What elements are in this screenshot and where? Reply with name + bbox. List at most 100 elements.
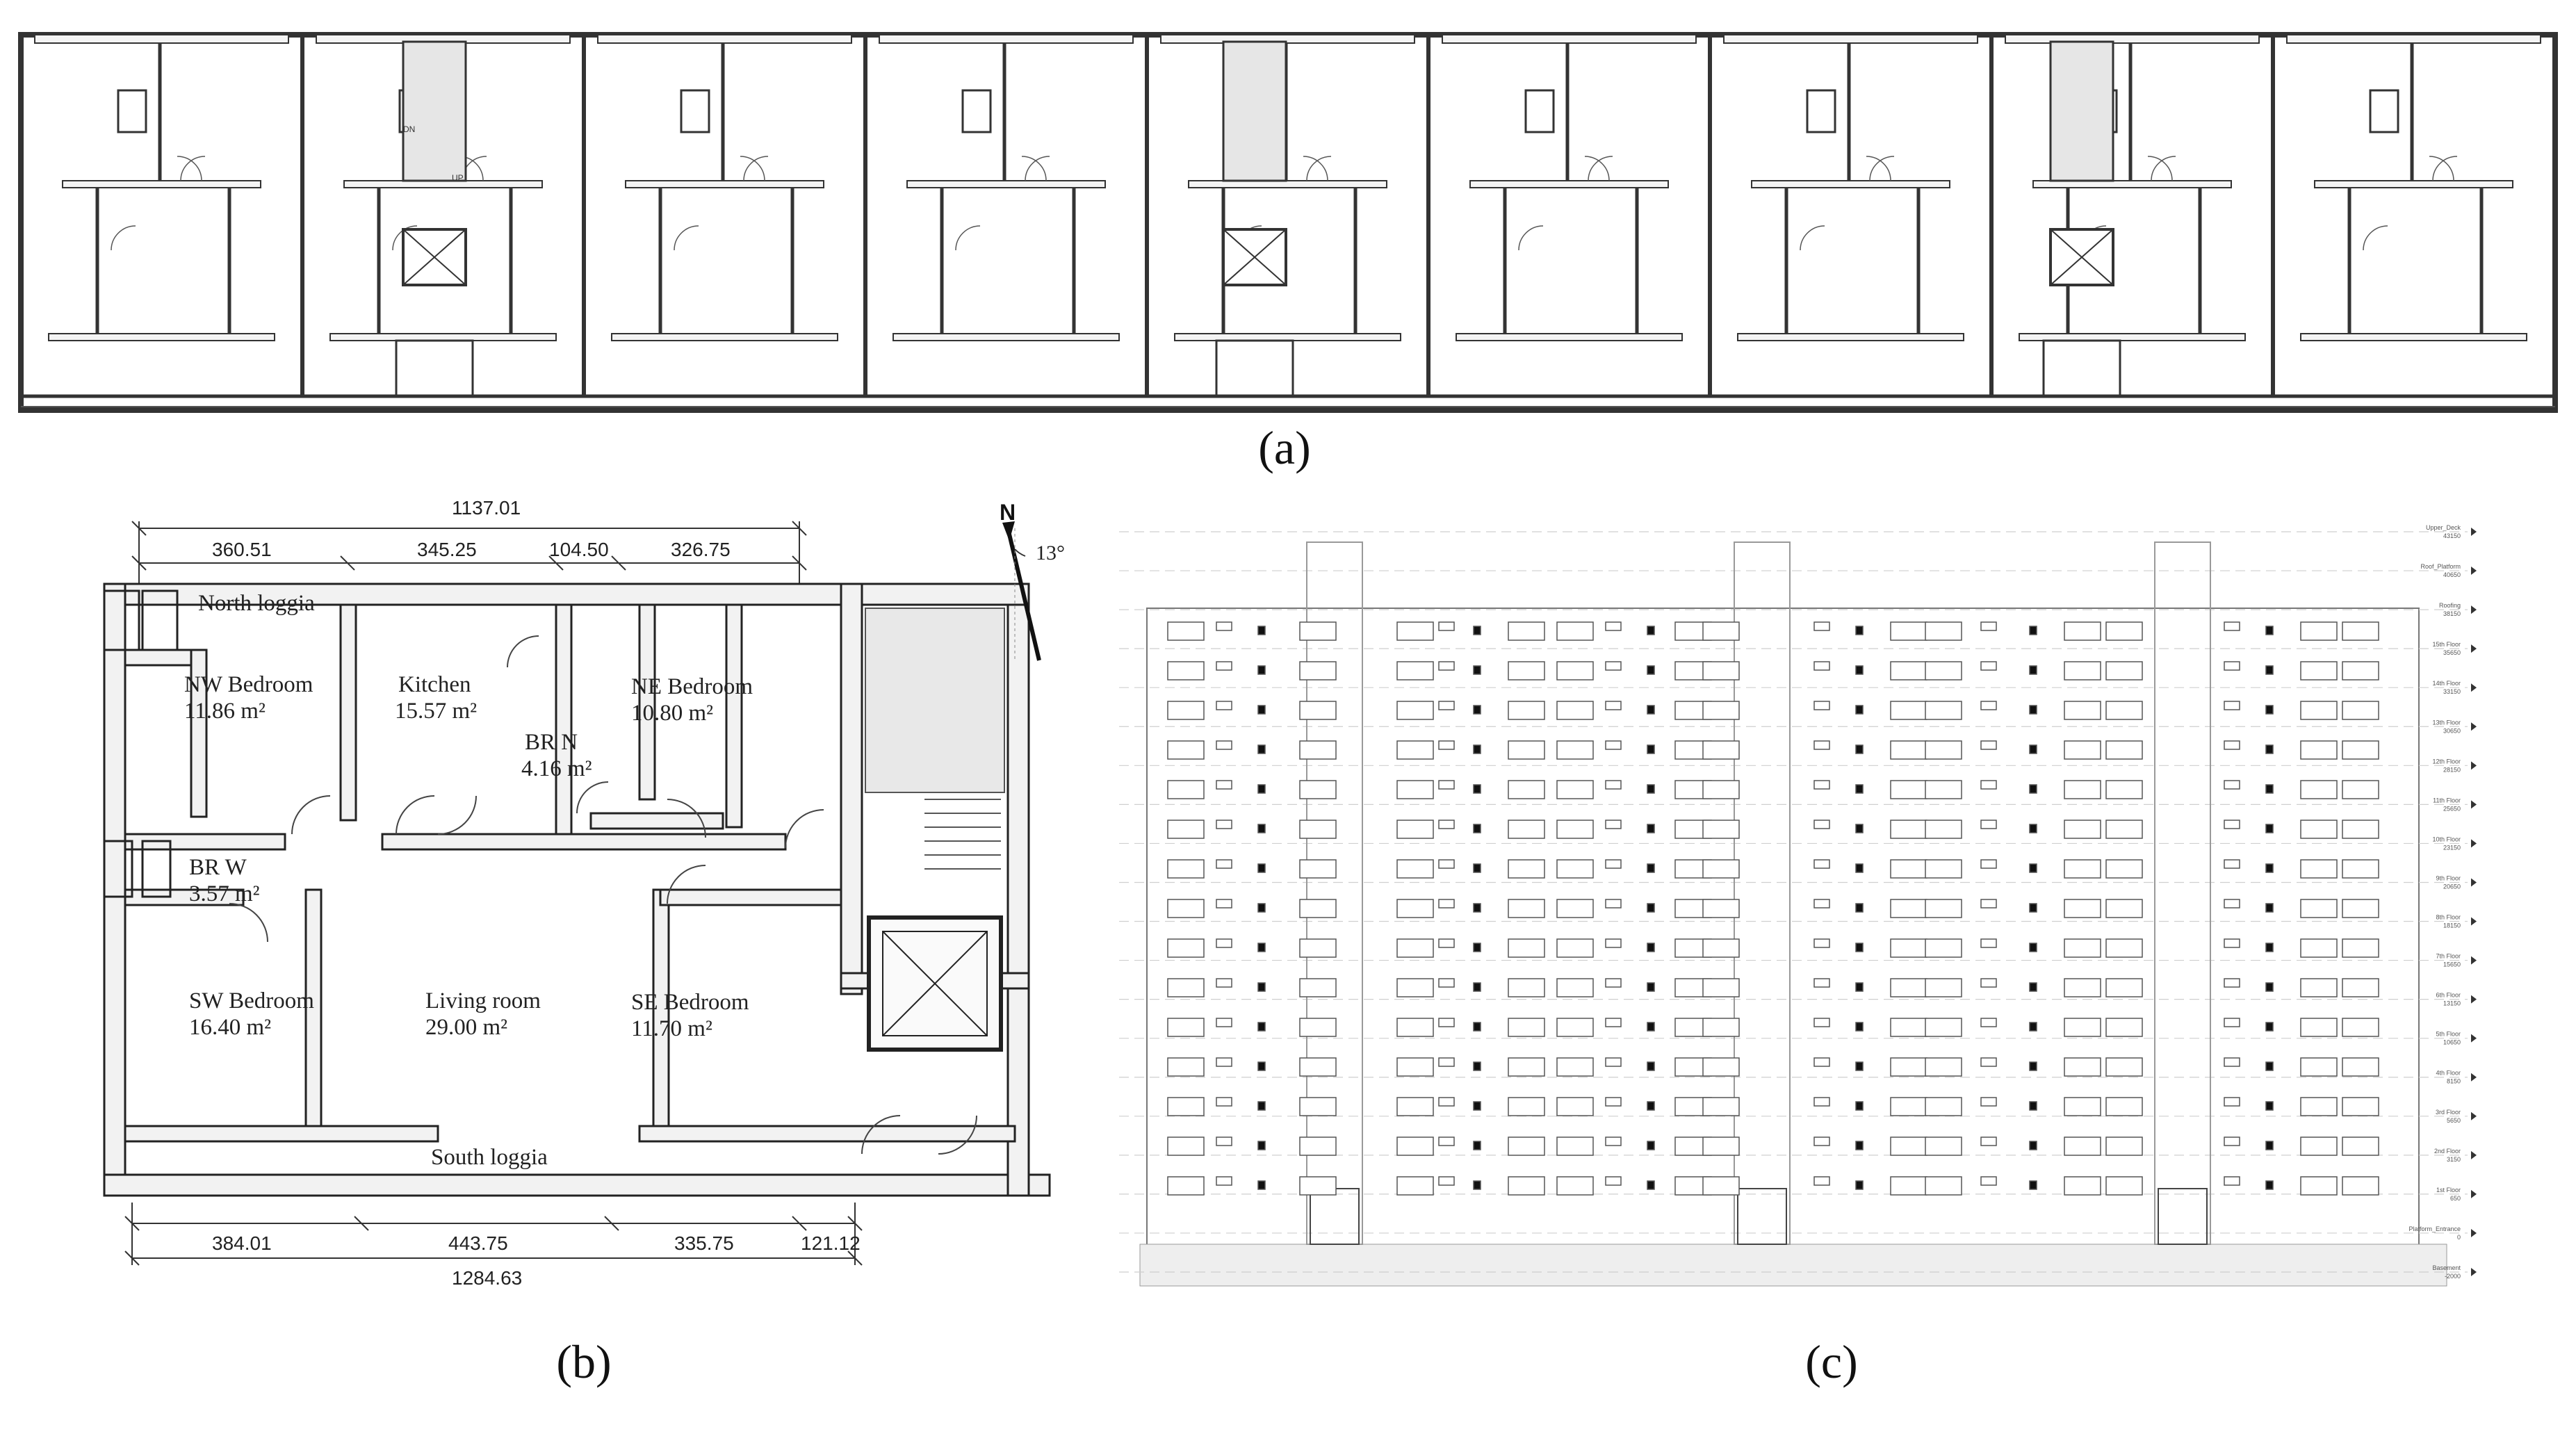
elevation-window	[1508, 1057, 1545, 1077]
level-name: Upper_Deck	[2426, 524, 2461, 531]
room-label-north-loggia: North loggia	[198, 591, 315, 616]
plan-core	[395, 40, 474, 398]
elevation-window	[2224, 820, 2240, 829]
elevation-window	[1813, 621, 1830, 631]
room-label-br-n: BR N	[525, 730, 578, 755]
elevation-window	[1702, 1057, 1740, 1077]
elevation-window	[1167, 899, 1205, 918]
elevation-window	[2342, 938, 2379, 958]
elevation-window	[1925, 899, 1962, 918]
elevation-window	[2265, 863, 2274, 873]
elevation-window	[1438, 820, 1455, 829]
dim-top-4: 326.75	[671, 539, 731, 560]
level-value: 30650	[2443, 727, 2461, 734]
elevation-window	[1257, 1061, 1266, 1071]
elevation-window	[1167, 701, 1205, 720]
elevation-window	[2224, 661, 2240, 671]
elevation-window	[1890, 780, 1927, 799]
elevation-window	[1855, 744, 1864, 754]
elevation-window	[1167, 1097, 1205, 1116]
elevation-window	[1925, 701, 1962, 720]
elevation-window	[1556, 701, 1594, 720]
level-name: 12th Floor	[2432, 758, 2461, 765]
elevation-window	[1925, 621, 1962, 641]
elevation-window	[2224, 1097, 2240, 1107]
elevation-window	[1556, 938, 1594, 958]
elevation-window	[1980, 661, 1997, 671]
elevation-window	[1438, 780, 1455, 790]
elevation-window	[2105, 621, 2143, 641]
elevation-window	[2064, 1136, 2101, 1156]
plan-unit	[34, 34, 304, 396]
elevation-window	[1396, 701, 1434, 720]
level-marker-icon	[2471, 1189, 2477, 1198]
elevation-window	[1257, 1101, 1266, 1111]
plan-unit	[1723, 34, 1994, 396]
elevation-window	[1216, 1018, 1232, 1027]
dim-bottom-total: 1284.63	[452, 1267, 522, 1289]
elevation-window	[2265, 982, 2274, 992]
elevation-window	[2029, 1101, 2037, 1111]
elevation-window	[1980, 701, 1997, 710]
level-value: 40650	[2443, 571, 2461, 578]
elevation-window	[1508, 621, 1545, 641]
elevation-window	[1299, 1176, 1337, 1196]
elevation-window	[2029, 665, 2037, 675]
elevation-window	[1855, 824, 1864, 833]
elevation-window	[1647, 824, 1655, 833]
elevation-window	[1216, 938, 1232, 948]
elevation-window	[1647, 744, 1655, 754]
elevation-window	[1890, 701, 1927, 720]
elevation-window	[1855, 626, 1864, 635]
elevation-window	[1299, 859, 1337, 879]
plan-unit	[879, 34, 1149, 396]
elevation-window	[1556, 1057, 1594, 1077]
level-value: 18150	[2443, 922, 2461, 929]
level-value: 8150	[2447, 1078, 2461, 1085]
elevation-window	[1216, 978, 1232, 988]
elevation-window	[2265, 665, 2274, 675]
elevation-window	[1167, 780, 1205, 799]
elevation-window	[1299, 1018, 1337, 1037]
elevation-window	[1647, 943, 1655, 952]
elevation-window	[1890, 621, 1927, 641]
elevation-window	[1396, 1097, 1434, 1116]
elevation-window	[1855, 1141, 1864, 1150]
elevation-window	[1813, 1136, 1830, 1146]
elevation-window	[1980, 1097, 1997, 1107]
elevation-window	[2064, 661, 2101, 681]
elevation-window	[1702, 899, 1740, 918]
level-name: 2nd Floor	[2434, 1148, 2461, 1155]
elevation-window	[1925, 1018, 1962, 1037]
level-value: 13150	[2443, 1000, 2461, 1007]
level-value: 0	[2457, 1234, 2461, 1241]
elevation-window	[1438, 1136, 1455, 1146]
level-marker-icon	[2471, 1111, 2477, 1121]
elevation-window	[1473, 863, 1481, 873]
elevation-window	[2105, 938, 2143, 958]
elevation-window	[2029, 1022, 2037, 1032]
elevation-window	[2105, 1097, 2143, 1116]
elevation-window	[1702, 1018, 1740, 1037]
elevation-window	[1890, 1018, 1927, 1037]
elevation-window	[1980, 780, 1997, 790]
north-arrow-icon: N 13°	[1000, 500, 1065, 661]
panel-b-unit-plan: 1137.01 360.51 345.25 104.50 326.75	[63, 487, 1070, 1307]
level-name: 15th Floor	[2432, 641, 2461, 648]
elevation-window	[1855, 1022, 1864, 1032]
elevation-window	[1508, 899, 1545, 918]
caption-a: (a)	[1258, 421, 1311, 474]
elevation-window	[2029, 1180, 2037, 1190]
elevation-window	[2105, 978, 2143, 997]
elevation-window	[2064, 701, 2101, 720]
elevation-window	[2300, 820, 2338, 839]
elevation-window	[2342, 621, 2379, 641]
elevation-window	[2224, 1176, 2240, 1186]
room-area-se-bedroom: 11.70 m²	[631, 1016, 712, 1041]
elevation-window	[1438, 1057, 1455, 1067]
level-name: 7th Floor	[2436, 953, 2461, 960]
elevation-window	[1925, 978, 1962, 997]
elevation-window	[2064, 1057, 2101, 1077]
elevation-window	[2265, 943, 2274, 952]
plan-unit	[2286, 34, 2557, 396]
